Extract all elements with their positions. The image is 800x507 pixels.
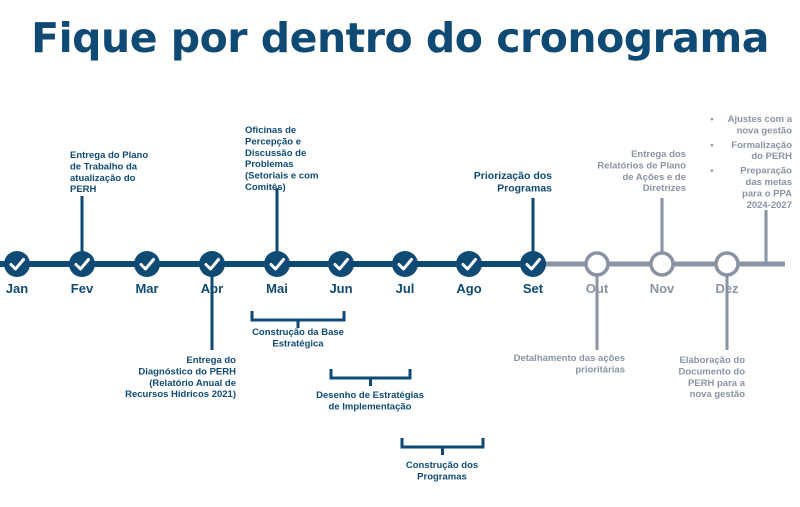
month-node-out <box>584 251 610 277</box>
check-icon <box>333 258 349 271</box>
month-node-fev <box>69 251 95 277</box>
bullet-icon: • <box>710 166 713 176</box>
month-label-dez: Dez <box>715 281 739 296</box>
check-icon <box>204 258 220 271</box>
month-label-fev: Fev <box>71 281 94 296</box>
month-nodes <box>4 251 740 277</box>
month-node-jul <box>392 251 418 277</box>
page-title: Fique por dentro do cronograma <box>31 14 769 62</box>
month-labels: Jan Fev Mar Abr Mai Jun Jul Ago Set Out Nov Dez <box>6 281 739 296</box>
check-icon <box>139 258 155 271</box>
check-icon <box>269 258 285 271</box>
bracket-base-estrategica <box>250 311 346 328</box>
month-label-mar: Mar <box>135 281 158 296</box>
month-node-abr <box>199 251 225 277</box>
month-label-jul: Jul <box>396 281 415 296</box>
check-icon <box>74 258 90 271</box>
bracket-desenho-estrategias <box>329 369 412 386</box>
check-icon <box>525 258 541 271</box>
month-node-mai <box>264 251 290 277</box>
month-node-set <box>520 251 546 277</box>
check-icon <box>9 258 25 271</box>
bullet-icon: • <box>710 140 713 150</box>
month-node-jan <box>4 251 30 277</box>
month-label-nov: Nov <box>650 281 675 296</box>
check-icon <box>461 258 477 271</box>
connector-lines <box>0 188 785 455</box>
month-label-set: Set <box>523 281 544 296</box>
bracket-construcao-programas <box>400 438 485 455</box>
month-label-jun: Jun <box>329 281 352 296</box>
month-node-dez <box>714 251 740 277</box>
month-node-mar <box>134 251 160 277</box>
month-node-nov <box>649 251 675 277</box>
month-label-jan: Jan <box>6 281 28 296</box>
month-node-ago <box>456 251 482 277</box>
bullet-icon: • <box>710 114 713 124</box>
month-label-mai: Mai <box>266 281 288 296</box>
month-label-abr: Abr <box>201 281 223 296</box>
month-node-jun <box>328 251 354 277</box>
check-icon <box>397 258 413 271</box>
month-label-ago: Ago <box>456 281 481 296</box>
month-label-out: Out <box>586 281 609 296</box>
